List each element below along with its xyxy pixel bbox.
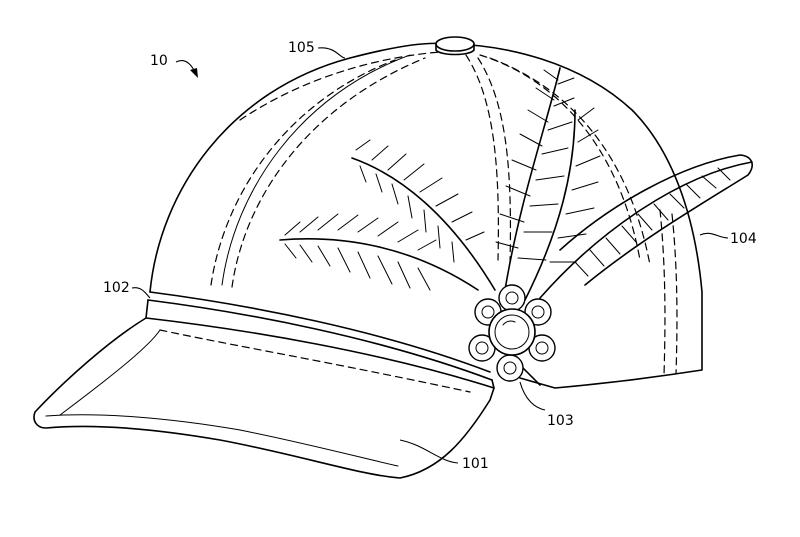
cap-visor bbox=[33, 317, 495, 479]
ref-label-brooch: 103 bbox=[547, 413, 574, 429]
quill-feather bbox=[539, 154, 753, 299]
arrow-icon bbox=[175, 59, 198, 78]
ref-label-visor: 101 bbox=[462, 456, 489, 472]
ref-label-crown: 105 bbox=[288, 40, 315, 56]
ref-label-cap: 10 bbox=[150, 53, 168, 69]
ref-label-band: 102 bbox=[103, 280, 130, 296]
leader-lines bbox=[131, 47, 729, 464]
button-icon bbox=[435, 36, 475, 56]
cap-band bbox=[145, 291, 495, 389]
cap-crown bbox=[149, 42, 703, 389]
feather-icon bbox=[279, 67, 601, 301]
ref-label-quill-feather: 104 bbox=[730, 231, 757, 247]
brooch-icon bbox=[468, 284, 556, 386]
